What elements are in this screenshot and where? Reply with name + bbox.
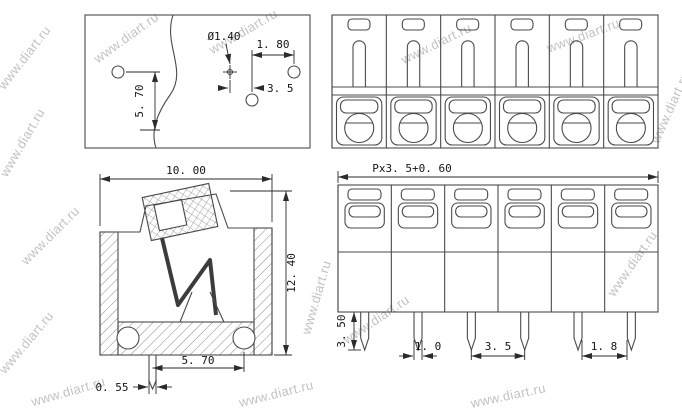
small-hole-cross	[223, 65, 237, 79]
dim-hole-pitch: 3. 5	[218, 80, 294, 95]
terminal-cell	[385, 14, 437, 149]
terminal-cell-with-pin	[550, 184, 599, 351]
dim-label-end-margin: 1. 8	[591, 340, 618, 353]
dim-pin-width: 1. 0	[399, 340, 441, 360]
foot-hole	[116, 326, 140, 350]
terminal-cell-with-pin	[390, 184, 439, 351]
dim-pin-offset: 5. 70	[152, 352, 245, 372]
dim-label-body-height: 12. 40	[285, 253, 298, 293]
dim-label-overall-width: Px3. 5+0. 60	[372, 162, 451, 175]
solder-pin	[148, 354, 157, 391]
mount-hole	[245, 93, 259, 107]
dim-label-pin-thickness: 0. 55	[95, 381, 128, 394]
view-front-bottom: Px3. 5+0. 60 3. 50 1. 0 3. 5	[335, 162, 659, 360]
terminal-cell	[603, 14, 655, 149]
view-side-section: 10. 00 12. 40 5. 70 0. 55	[95, 164, 298, 394]
dim-overall-width: Px3. 5+0. 60	[337, 162, 659, 183]
terminal-cell-with-pin	[497, 184, 545, 351]
hatched-left-wall	[99, 231, 119, 356]
view-hole-pattern: Ø1.40 1. 80 3. 5 5. 70	[84, 14, 311, 149]
dim-row-spacing: 5. 70	[126, 71, 160, 131]
dim-label-hole-edge-offset: 1. 80	[256, 38, 289, 51]
dim-label-hole-pitch: 3. 5	[267, 82, 294, 95]
dim-label-hole-diameter: Ø1.40	[207, 30, 240, 43]
plate-outline	[84, 14, 311, 149]
mount-hole	[287, 65, 301, 79]
foot-hole	[232, 326, 256, 350]
clamp-spring	[160, 237, 218, 316]
terminal-cell	[548, 14, 600, 149]
dim-pin-thickness: 0. 55	[95, 380, 172, 394]
dim-label-pin-length: 3. 50	[335, 314, 348, 347]
terminal-cell	[494, 14, 546, 149]
terminal-cell	[331, 14, 383, 149]
dim-body-depth: 10. 00	[99, 164, 273, 226]
dim-body-height: 12. 40	[230, 190, 298, 356]
wire-funnel	[179, 291, 225, 323]
dim-pin-length: 3. 50	[335, 312, 361, 351]
hatched-right-wall	[253, 227, 273, 356]
dim-pin-pitch: 3. 5	[470, 340, 526, 360]
dim-label-pin-offset: 5. 70	[181, 354, 214, 367]
dim-label-body-depth: 10. 00	[166, 164, 206, 177]
dim-hole-edge-offset: 1. 80	[251, 38, 295, 92]
terminal-cell	[440, 14, 492, 149]
terminal-cell-with-pin	[604, 184, 652, 351]
dim-end-margin: 1. 8	[581, 340, 628, 360]
terminal-cell-with-pin	[444, 184, 492, 351]
break-line	[153, 14, 178, 149]
dim-label-pin-width: 1. 0	[415, 340, 442, 353]
dim-label-row-spacing: 5. 70	[133, 84, 146, 117]
mount-hole	[111, 65, 125, 79]
release-button	[141, 182, 219, 242]
dim-label-pin-pitch: 3. 5	[485, 340, 512, 353]
view-front-top	[331, 14, 659, 149]
dim-hole-diameter: Ø1.40	[207, 30, 241, 65]
